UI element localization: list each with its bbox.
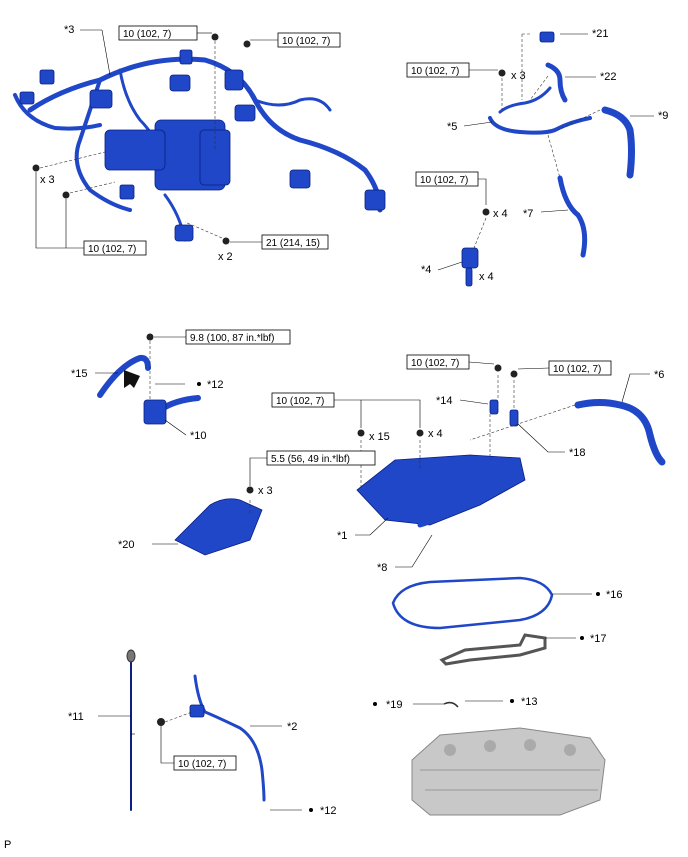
torque-harness-right: 10 (102, 7) bbox=[282, 36, 330, 47]
label-part-20: *20 bbox=[118, 539, 135, 551]
bolt-icon bbox=[222, 237, 230, 245]
bolt-icon bbox=[246, 486, 254, 494]
label-part-13: *13 bbox=[521, 696, 538, 708]
bolt-icon bbox=[482, 208, 490, 216]
vacuum-hose-group: 9.8 (100, 87 in.*lbf) *12 *15 *10 bbox=[71, 329, 291, 442]
bullet-icon bbox=[373, 702, 377, 706]
bolt-icon bbox=[510, 370, 518, 378]
bullet-icon bbox=[197, 382, 201, 386]
torque-cover-20: 5.5 (56, 49 in.*lbf) bbox=[271, 454, 350, 465]
label-part-17: *17 bbox=[590, 633, 607, 645]
torque-cover-14: 10 (102, 7) bbox=[411, 358, 459, 369]
label-part-3: *3 bbox=[64, 24, 74, 36]
qty-harness-left: x 3 bbox=[40, 174, 55, 186]
bolt-icon bbox=[498, 69, 506, 77]
bullet-icon bbox=[596, 592, 600, 596]
label-part-2: *2 bbox=[287, 721, 297, 733]
bolt-icon bbox=[416, 429, 424, 437]
torque-cover-main: 10 (102, 7) bbox=[276, 396, 324, 407]
qty-cover-20: x 3 bbox=[258, 485, 273, 497]
label-part-19: *19 bbox=[386, 699, 403, 711]
label-part-18: *18 bbox=[569, 447, 586, 459]
label-part-7: *7 bbox=[523, 208, 533, 220]
qty-bracket: x 3 bbox=[511, 70, 526, 82]
label-part-9: *9 bbox=[658, 110, 668, 122]
bullet-icon bbox=[580, 636, 584, 640]
torque-cover-18: 10 (102, 7) bbox=[553, 364, 601, 375]
label-part-10: *10 bbox=[190, 430, 207, 442]
bolt-icon bbox=[157, 718, 165, 726]
label-part-21: *21 bbox=[592, 28, 609, 40]
qty-cover-4: x 4 bbox=[428, 428, 443, 440]
breather-and-coil-group: 10 (102, 7) x 3 10 (102, 7) x 4 x 4 *21 … bbox=[406, 28, 668, 287]
bullet-icon bbox=[510, 699, 514, 703]
label-part-15: *15 bbox=[71, 368, 88, 380]
label-part-4: *4 bbox=[421, 264, 431, 276]
label-part-12-top: *12 bbox=[207, 379, 224, 391]
torque-dipstick: 10 (102, 7) bbox=[178, 759, 226, 770]
bolt-icon bbox=[357, 429, 365, 437]
label-part-11: *11 bbox=[68, 711, 84, 723]
dipstick-group: *11 10 (102, 7) *2 *12 bbox=[68, 649, 337, 817]
bolt-icon bbox=[494, 364, 502, 372]
harness-fasteners: 10 (102, 7) 10 (102, 7) x 3 10 (102, 7) … bbox=[32, 24, 341, 263]
torque-harness-top: 10 (102, 7) bbox=[123, 29, 171, 40]
label-part-22: *22 bbox=[600, 71, 617, 83]
engine-wire-harness bbox=[13, 49, 386, 242]
bolt-icon bbox=[243, 40, 251, 48]
label-part-14: *14 bbox=[436, 395, 453, 407]
footer-code: P bbox=[4, 839, 11, 851]
label-part-1: *1 bbox=[337, 530, 347, 542]
label-part-8: *8 bbox=[377, 562, 387, 574]
torque-bracket: 10 (102, 7) bbox=[411, 66, 459, 77]
torque-harness-bottom: 21 (214, 15) bbox=[266, 238, 320, 249]
qty-harness-bottom: x 2 bbox=[218, 251, 233, 263]
torque-hose-15: 9.8 (100, 87 in.*lbf) bbox=[190, 333, 275, 344]
small-parts-19-13: *19 *13 bbox=[373, 696, 538, 711]
bolt-icon bbox=[146, 333, 154, 341]
label-part-12-bottom: *12 bbox=[320, 805, 337, 817]
label-part-6: *6 bbox=[654, 369, 664, 381]
qty-coil-bolts: x 4 bbox=[493, 208, 508, 220]
qty-cover-15: x 15 bbox=[369, 431, 390, 443]
bolt-icon bbox=[32, 164, 40, 172]
cylinder-head bbox=[411, 727, 606, 816]
torque-coil: 10 (102, 7) bbox=[420, 175, 468, 186]
torque-harness-left: 10 (102, 7) bbox=[88, 244, 136, 255]
label-part-5: *5 bbox=[447, 121, 457, 133]
bullet-icon bbox=[309, 808, 313, 812]
cylinder-head-cover-group: 10 (102, 7) x 15 x 4 10 (102, 7) 10 (102… bbox=[118, 354, 666, 574]
bolt-icon bbox=[62, 191, 70, 199]
arrow-icon bbox=[124, 370, 140, 388]
gasket-group: *16 *17 bbox=[391, 576, 623, 666]
label-part-16: *16 bbox=[606, 589, 623, 601]
qty-coils: x 4 bbox=[479, 271, 494, 283]
bolt-icon bbox=[211, 33, 219, 41]
